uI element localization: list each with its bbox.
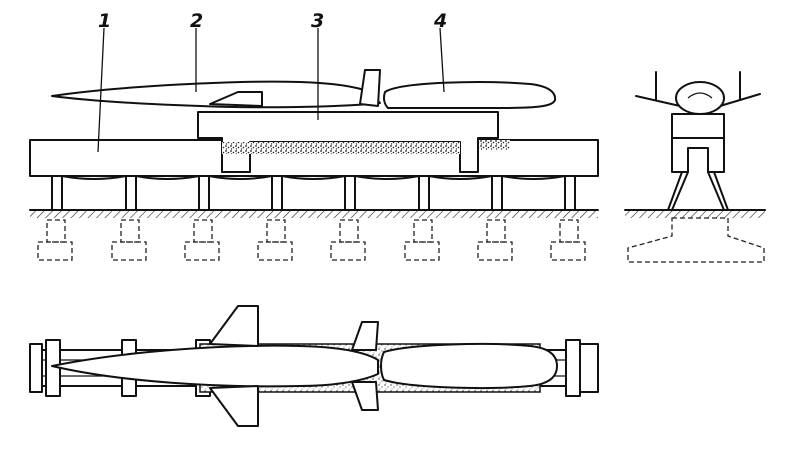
callout-3: 3 [311, 10, 324, 32]
booster-body [383, 81, 557, 109]
plan-view [29, 305, 599, 427]
leader-lines [97, 27, 445, 153]
foundations [37, 219, 586, 261]
callout-2: 2 [190, 10, 203, 32]
side-view: 1 2 3 4 [29, 10, 599, 261]
callout-4: 4 [433, 10, 447, 32]
end-view [624, 71, 766, 263]
track-supports [51, 175, 576, 211]
callout-1: 1 [98, 10, 111, 32]
ground [29, 209, 599, 218]
launch-carriage [197, 111, 499, 173]
missile-body [51, 69, 381, 109]
